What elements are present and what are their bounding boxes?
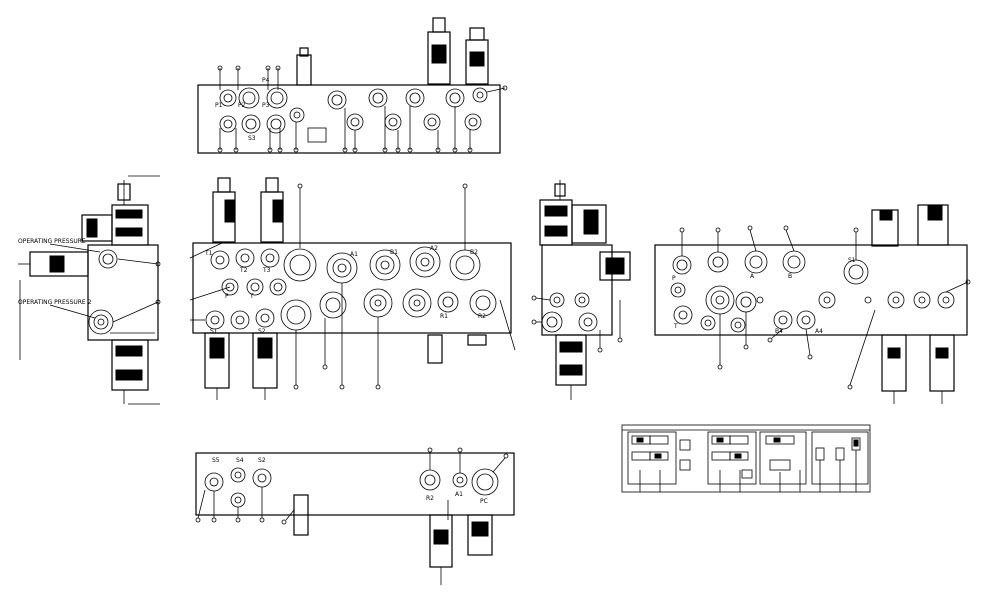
center-view-block-outline <box>192 242 512 334</box>
right-port-label-s1: S1 <box>848 257 856 264</box>
bottom-view: S5 S4 S2 R2 A1 PC <box>195 447 515 585</box>
port-label-t1: T1 <box>204 250 213 257</box>
center-front-view: T1 T2 T3 P T A1 B1 A2 B2 R1 R2 S1 S2 <box>189 177 516 400</box>
port-label-p: P <box>225 293 229 300</box>
port-label-b1: B1 <box>390 249 398 256</box>
bottom-view-block-outline <box>195 452 515 516</box>
right-view-block-outline <box>654 244 968 336</box>
left-side-view: OPERATING PRESSURE OPERATING PRESSURE 2 <box>18 175 161 405</box>
port-label-t3: T3 <box>262 267 271 274</box>
port-label-s3: S3 <box>248 135 256 142</box>
port-label-s2: S2 <box>258 328 266 335</box>
left-view-note-2: OPERATING PRESSURE 2 <box>18 299 92 306</box>
bottom-port-label-s5: S5 <box>212 457 220 464</box>
end-view <box>531 180 631 400</box>
port-label-a1: A1 <box>350 251 358 258</box>
right-port-label-a: A <box>750 273 755 280</box>
port-label-t2: T2 <box>239 267 248 274</box>
hydraulic-schematic <box>621 424 871 493</box>
port-label-p1: P1 <box>215 102 223 109</box>
bottom-port-label-pc: PC <box>480 498 488 505</box>
right-port-label-a4: A4 <box>815 328 823 335</box>
top-view-block-outline <box>197 84 501 154</box>
port-label-p2: P2 <box>238 102 246 109</box>
right-port-label-p: P <box>672 275 676 282</box>
port-label-s1: S1 <box>210 328 218 335</box>
port-label-a2: A2 <box>430 245 438 252</box>
port-label-r1: R1 <box>440 313 448 320</box>
bottom-port-label-a1: A1 <box>455 491 463 498</box>
port-label-p3: P3 <box>262 102 270 109</box>
end-view-block-outline <box>541 244 613 336</box>
bottom-port-label-s2: S2 <box>258 457 266 464</box>
bottom-port-label-s4: S4 <box>236 457 244 464</box>
port-label-b2: B2 <box>470 249 478 256</box>
right-port-label-b4: B4 <box>775 328 783 335</box>
bottom-port-label-r2: R2 <box>426 495 434 502</box>
right-front-view: P T A B A4 B4 S1 <box>654 204 971 404</box>
left-view-note-1: OPERATING PRESSURE <box>18 238 86 245</box>
right-port-label-t: T <box>673 323 678 330</box>
port-label-r2: R2 <box>478 313 486 320</box>
port-label-t: T <box>249 293 254 300</box>
port-label-p4: P4 <box>262 77 270 84</box>
top-view: P1 P2 P3 P4 S3 <box>197 17 508 154</box>
right-port-label-b: B <box>788 273 792 280</box>
